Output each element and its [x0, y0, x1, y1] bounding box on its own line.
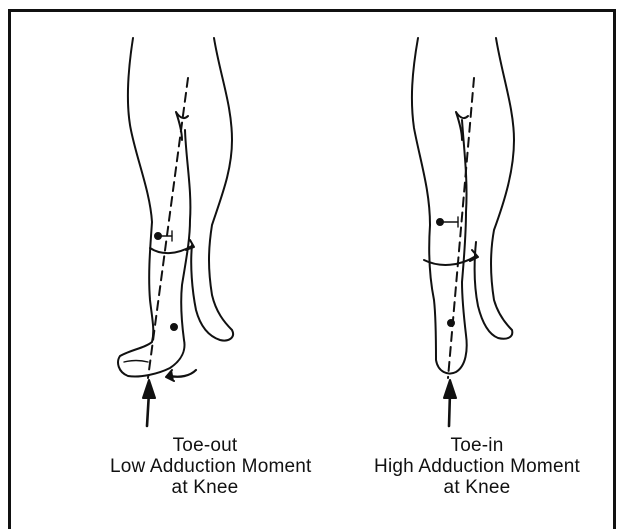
- caption-line: Toe-in: [352, 435, 602, 456]
- left-load-line: [148, 78, 188, 378]
- caption-toe-in: Toe-in High Adduction Moment at Knee: [352, 435, 602, 498]
- caption-line: Low Adduction Moment: [110, 456, 300, 477]
- caption-line: Toe-out: [110, 435, 300, 456]
- caption-line: at Knee: [352, 477, 602, 498]
- left-swing-leg-outline: [191, 38, 233, 341]
- right-swing-leg-outline: [475, 38, 514, 339]
- right-load-line: [448, 78, 474, 378]
- left-knee-center-dot: [155, 233, 161, 239]
- right-knee-center-dot: [437, 219, 443, 225]
- caption-line: High Adduction Moment: [352, 456, 602, 477]
- right-figure-toe-in: [412, 38, 514, 426]
- caption-line: at Knee: [110, 477, 300, 498]
- left-foot-rotation-arrow: [170, 370, 196, 377]
- left-stance-leg-outline: [118, 38, 190, 377]
- right-ankle-dot: [448, 320, 454, 326]
- caption-toe-out: Toe-out Low Adduction Moment at Knee: [110, 435, 300, 498]
- left-ankle-dot: [171, 324, 177, 330]
- right-stance-leg-outline: [412, 38, 467, 374]
- right-knee-rotation-arrow: [424, 256, 476, 265]
- left-figure-toe-out: [118, 38, 233, 426]
